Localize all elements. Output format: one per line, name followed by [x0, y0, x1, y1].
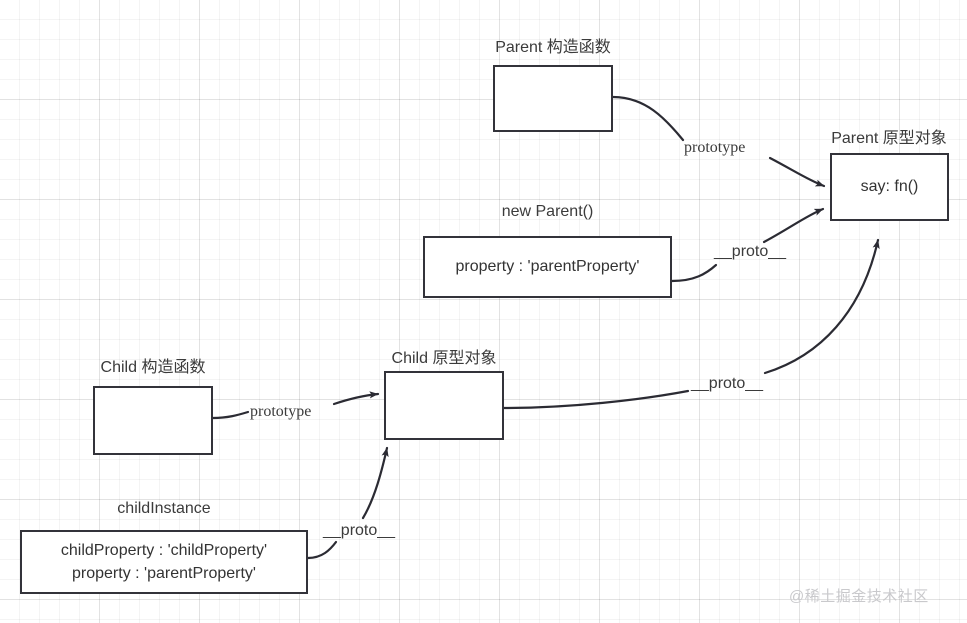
edge-child-prototype-tail [332, 391, 380, 406]
edge-new-parent-proto [670, 263, 718, 283]
node-child-constructor[interactable] [93, 386, 213, 455]
caption-parent-constructor: Parent 构造函数 [495, 39, 611, 56]
edge-parent-prototype-tail [768, 156, 826, 188]
node-child-instance-line-2: property : 'parentProperty' [72, 565, 256, 582]
node-parent-constructor[interactable] [493, 65, 613, 132]
watermark: @稀土掘金技术社区 [789, 588, 929, 605]
node-child-prototype[interactable] [384, 371, 504, 440]
edge-child-prototype-proto [502, 389, 690, 410]
caption-parent-prototype: Parent 原型对象 [831, 130, 947, 147]
caption-new-parent: new Parent() [501, 203, 594, 220]
edge-label-child-prototype-proto: __proto__ [691, 375, 764, 392]
caption-child-constructor: Child 构造函数 [100, 359, 206, 376]
node-parent-prototype-body: say: fn() [860, 178, 919, 196]
node-new-parent[interactable]: property : 'parentProperty' [423, 236, 672, 298]
edge-label-child-instance-proto: __proto__ [323, 522, 396, 539]
edge-new-parent-proto-tail [762, 207, 825, 244]
node-parent-prototype[interactable]: say: fn() [830, 153, 949, 221]
edge-child-instance-proto [306, 540, 338, 560]
edge-label-parent-prototype: prototype [684, 139, 746, 156]
caption-child-instance: childInstance [117, 500, 211, 517]
edge-child-instance-proto-tail [361, 446, 389, 520]
node-child-instance-line-1: childProperty : 'childProperty' [60, 541, 268, 559]
edge-label-new-parent-proto: __proto__ [714, 243, 787, 260]
edge-parent-prototype [611, 95, 685, 142]
edge-label-child-prototype: prototype [250, 403, 312, 420]
node-child-instance[interactable]: childProperty : 'childProperty' property… [20, 530, 308, 594]
node-new-parent-body: property : 'parentProperty' [455, 258, 640, 276]
caption-child-prototype: Child 原型对象 [391, 350, 497, 367]
edge-child-prototype [211, 410, 250, 420]
